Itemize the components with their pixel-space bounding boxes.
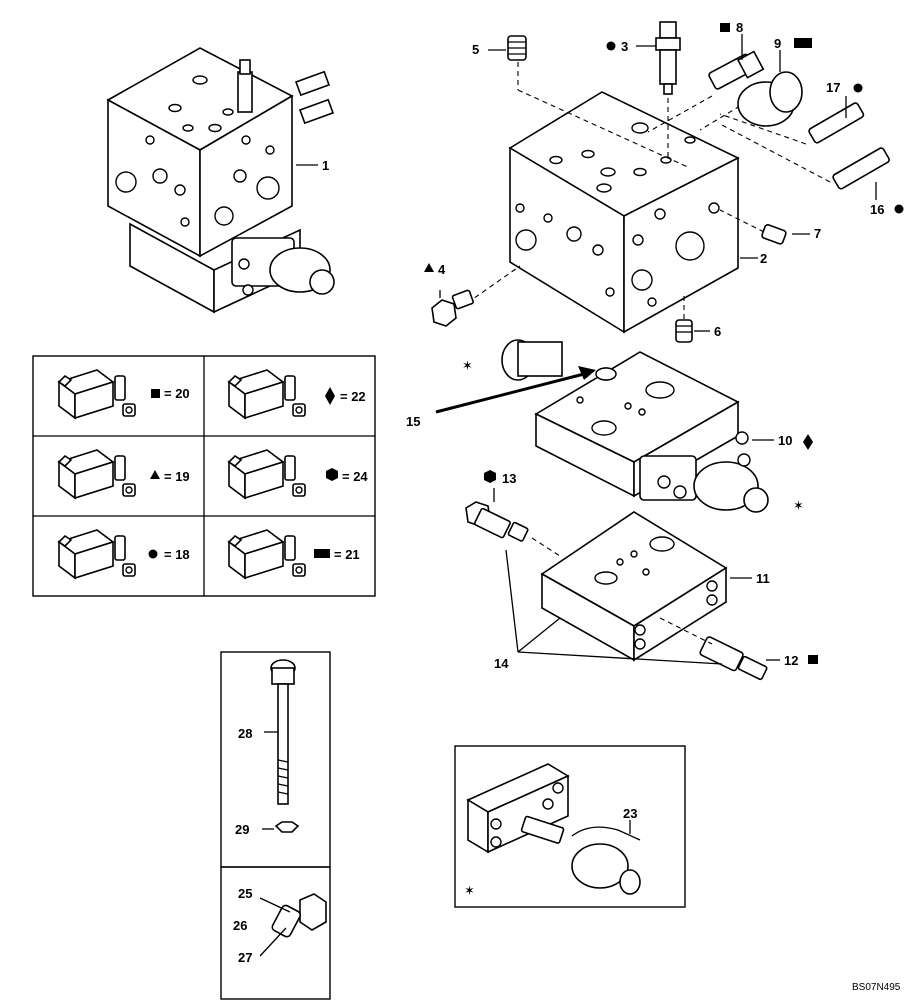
diamond-symbol-10 xyxy=(803,434,813,450)
legend-triangle-value: = 19 xyxy=(164,469,190,484)
callout-17: 17 xyxy=(826,80,840,95)
leader-14 xyxy=(505,549,723,665)
callout-7: 7 xyxy=(814,226,821,241)
callout-25: 25 xyxy=(238,886,252,901)
legend-square-symbol xyxy=(151,389,160,398)
callout-15: 15 xyxy=(406,414,420,429)
callout-10: 10 xyxy=(778,433,792,448)
valve-assembly-1 xyxy=(106,47,335,314)
square-symbol-8 xyxy=(720,23,730,32)
legend-rectangle-value: = 21 xyxy=(334,547,360,562)
callout-8: 8 xyxy=(736,20,743,35)
triangle-symbol-4 xyxy=(424,263,434,272)
fitting-4 xyxy=(431,289,474,327)
star-symbol-detail: ✶ xyxy=(464,884,475,899)
figure-code: BS07N495 xyxy=(852,982,901,993)
fitting-12 xyxy=(659,617,780,681)
arrow-15 xyxy=(435,366,617,414)
legend-valve-icon xyxy=(57,529,136,580)
callout-28: 28 xyxy=(238,726,252,741)
valve-3 xyxy=(636,21,681,95)
valve-section-10 xyxy=(501,339,774,513)
legend-valve-icon xyxy=(57,449,136,500)
circle-symbol-16 xyxy=(894,204,904,214)
square-symbol-12 xyxy=(808,655,818,664)
plug-7 xyxy=(761,224,810,245)
legend-valve-icon xyxy=(227,449,306,500)
legend-triangle-symbol xyxy=(150,470,160,479)
star-symbol-cartridge: ✶ xyxy=(462,359,473,374)
callout-5: 5 xyxy=(472,42,479,57)
symbol-legend-table xyxy=(32,355,376,597)
legend-valve-icon xyxy=(57,369,136,420)
plug-6 xyxy=(675,319,710,343)
assembly-guide-lines xyxy=(459,62,831,322)
legend-square-value: = 20 xyxy=(164,386,190,401)
legend-circle-value: = 18 xyxy=(164,547,190,562)
callout-14: 14 xyxy=(494,656,509,671)
legend-diamond-symbol xyxy=(325,387,335,405)
callout-2: 2 xyxy=(760,251,767,266)
legend-valve-icons xyxy=(57,369,306,580)
legend-valve-icon xyxy=(227,529,306,580)
fitting-13 xyxy=(465,488,561,557)
callout-27: 27 xyxy=(238,950,252,965)
callout-9: 9 xyxy=(774,36,781,51)
callout-4: 4 xyxy=(438,262,446,277)
callout-1: 1 xyxy=(322,158,329,173)
legend-hexagon-value: = 24 xyxy=(342,469,368,484)
rectangle-symbol-9 xyxy=(794,38,812,48)
legend-diamond-value: = 22 xyxy=(340,389,366,404)
circle-symbol-3 xyxy=(606,41,616,51)
callout-12: 12 xyxy=(784,653,798,668)
valve-9 xyxy=(737,50,803,127)
valve-16 xyxy=(832,147,890,200)
callout-26: 26 xyxy=(233,918,247,933)
valve-section-11 xyxy=(540,511,752,662)
callout-3: 3 xyxy=(621,39,628,54)
callout-13: 13 xyxy=(502,471,516,486)
legend-rectangle-symbol xyxy=(314,549,330,558)
callout-11: 11 xyxy=(756,571,770,586)
callout-16: 16 xyxy=(870,202,884,217)
callout-29: 29 xyxy=(235,822,249,837)
plug-5 xyxy=(488,35,527,61)
legend-hexagon-symbol xyxy=(326,468,338,481)
valve-17 xyxy=(808,96,865,144)
detail-box-23 xyxy=(454,745,686,908)
hexagon-symbol-13 xyxy=(484,470,496,483)
callout-23: 23 xyxy=(623,806,637,821)
bolt-detail-box xyxy=(220,651,331,1000)
valve-8 xyxy=(708,34,765,90)
star-symbol-solenoid: ✶ xyxy=(793,499,804,514)
legend-circle-symbol xyxy=(148,549,158,559)
valve-block-2 xyxy=(508,91,758,334)
legend-valve-icon xyxy=(227,369,306,420)
callout-6: 6 xyxy=(714,324,721,339)
circle-symbol-17 xyxy=(853,83,863,93)
